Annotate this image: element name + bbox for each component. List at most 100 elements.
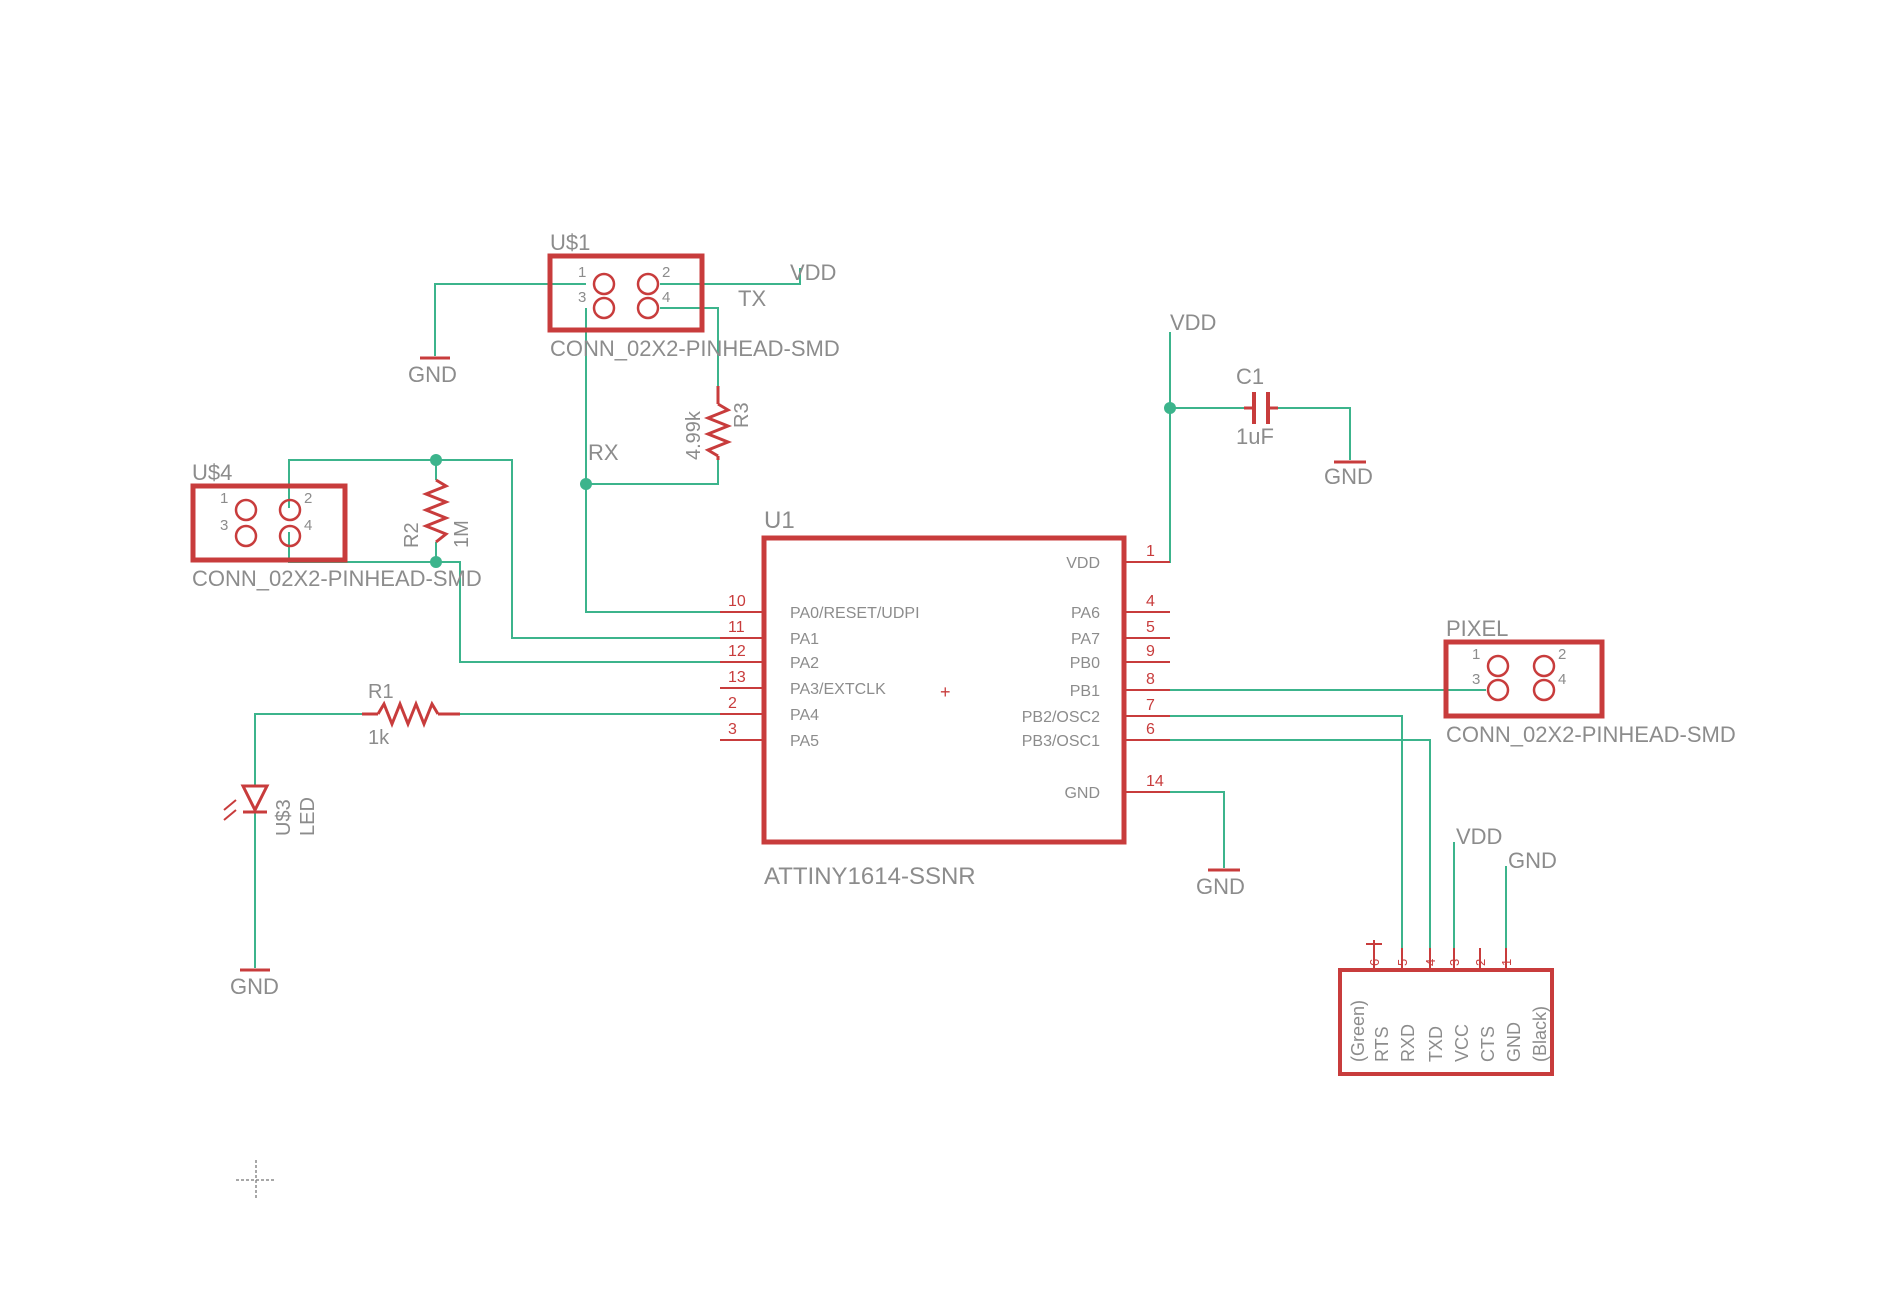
ic-u1-pin-name: PB3/OSC1 [1022,733,1100,750]
connector-us1-pin-2: 2 [662,264,670,281]
net-label-tx: TX [738,286,766,311]
ic-u1[interactable]: U1 ATTINY1614-SSNR + 10PA0/RESET/UDPI11P… [720,507,1170,890]
net-label-vdd-c1: VDD [1170,310,1216,335]
ftdi-pin-label: GND [1504,1022,1524,1062]
connector-us4-name: U$4 [192,460,232,485]
wire-r1-led[interactable] [254,713,362,786]
ic-u1-left-pins: 10PA0/RESET/UDPI11PA112PA213PA3/EXTCLK2P… [720,593,920,750]
resistor-r1-zigzag [376,699,440,729]
ic-u1-pin-number: 4 [1146,593,1155,610]
wire-pb2-rxd[interactable] [1128,715,1403,970]
resistor-r2-value: 1M [451,520,473,548]
junction-vdd-c1 [1164,402,1176,414]
ic-u1-pin-name: PA1 [790,631,819,648]
connector-pixel-name: PIXEL [1446,616,1508,641]
wire-r3-rx[interactable] [586,460,719,485]
ic-u1-pin-name: PA5 [790,733,819,750]
led-us3-value: LED [297,797,319,836]
ic-u1-pin-name: PA7 [1071,631,1100,648]
connector-us4-pin-2: 2 [304,490,312,507]
connector-us4-pad-1 [234,498,258,522]
led-us3-arrow-2 [223,809,237,821]
connector-us4-pad-2 [278,498,302,522]
wire-us4-r2-top[interactable] [288,459,760,639]
connector-us1-value: CONN_02X2-PINHEAD-SMD [550,336,840,361]
ic-u1-pin-number: 7 [1146,697,1155,714]
ic-u1-origin-cross: + [940,682,951,702]
ic-u1-pin-name: PB0 [1070,655,1100,672]
wire-us1-vdd[interactable] [660,268,801,285]
resistor-r1[interactable]: R1 1k [362,681,460,749]
connector-pixel-body [1443,639,1605,719]
resistor-r3-name: R3 [731,402,753,428]
net-label-vdd-ftdi: VDD [1456,824,1502,849]
ic-u1-pin-name: PA4 [790,707,819,724]
ftdi-header-body [1338,968,1554,1076]
ic-u1-pin-name: GND [1064,785,1100,802]
net-label-gnd-u1: GND [1196,874,1245,899]
connector-pixel-pad-4 [1532,678,1556,702]
wire-c1-gnd[interactable] [1272,407,1351,460]
ic-u1-right-pins: 1VDD4PA65PA79PB08PB17PB2/OSC26PB3/OSC114… [1022,543,1170,802]
junction-r2-bottom [430,556,442,568]
connector-us4-pin-1: 1 [220,490,228,507]
capacitor-c1-value: 1uF [1236,424,1274,449]
net-label-gnd-us1: GND [408,362,457,387]
junction-r2-top [430,454,442,466]
ic-u1-pin-name: PB2/OSC2 [1022,709,1100,726]
capacitor-c1[interactable]: C1 1uF [1236,364,1278,449]
ic-u1-pin-number: 5 [1146,619,1155,636]
ftdi-pin-label: (Green) [1348,1000,1368,1062]
ic-u1-pin-name: PB1 [1070,683,1100,700]
wire-us4-r2-bottom[interactable] [288,532,760,663]
connector-pixel-pin-1: 1 [1472,646,1480,663]
connector-us4-body [190,483,348,563]
led-us3[interactable]: U$3 LED [223,784,319,836]
ic-u1-pin-number: 14 [1146,773,1164,790]
connector-us1-pin-3: 3 [578,289,586,306]
resistor-r3[interactable]: 4.99k R3 [683,386,753,460]
wire-pb3-txd[interactable] [1128,739,1431,970]
connector-pixel-pad-2 [1532,654,1556,678]
net-label-gnd-led: GND [230,974,279,999]
ic-u1-pin-name: PA6 [1071,605,1100,622]
origin-crosshair [236,1160,276,1200]
connector-pixel-value: CONN_02X2-PINHEAD-SMD [1446,722,1736,747]
ftdi-pin-label: (Black) [1530,1006,1550,1062]
connector-us4[interactable]: 1 2 3 4 U$4 CONN_02X2-PINHEAD-SMD [190,460,482,591]
ftdi-pin-number: 6 [1367,959,1382,966]
connector-us4-value: CONN_02X2-PINHEAD-SMD [192,566,482,591]
ic-u1-pin-number: 11 [728,619,745,636]
ic-u1-pin-number: 10 [728,593,746,610]
connector-us1[interactable]: 1 2 3 4 U$1 CONN_02X2-PINHEAD-SMD [547,230,840,361]
ic-u1-pin-name: PA2 [790,655,819,672]
ftdi-pin-label: TXD [1426,1026,1446,1062]
connector-pixel-pin-4: 4 [1558,671,1566,688]
ic-u1-pin-number: 13 [728,669,746,686]
connector-us4-pin-3: 3 [220,517,228,534]
connector-us1-pad-3 [592,296,616,320]
ic-u1-pin-number: 3 [728,721,737,738]
resistor-r2[interactable]: R2 1M [401,478,473,548]
ic-u1-pin-name: PA3/EXTCLK [790,681,886,698]
ic-u1-value: ATTINY1614-SSNR [764,863,976,890]
connector-us4-pin-4: 4 [304,517,312,534]
ftdi-pin-label: VCC [1452,1024,1472,1062]
ic-u1-pin-number: 1 [1146,543,1155,560]
connector-pixel[interactable]: 1 2 3 4 PIXEL CONN_02X2-PINHEAD-SMD [1443,616,1736,747]
connector-us1-pin-4: 4 [662,289,670,306]
wire-us1-gnd[interactable] [434,283,586,356]
wire-us1-tx[interactable] [660,307,719,386]
wire-us1-rx[interactable] [585,308,760,613]
ftdi-pin-number: 2 [1473,959,1488,966]
connector-pixel-pin-3: 3 [1472,671,1480,688]
net-label-gnd-c1: GND [1324,464,1373,489]
capacitor-c1-name: C1 [1236,364,1264,389]
net-label-gnd-ftdi: GND [1508,848,1557,873]
connector-us1-name: U$1 [550,230,590,255]
ic-u1-pin-name: VDD [1066,555,1100,572]
